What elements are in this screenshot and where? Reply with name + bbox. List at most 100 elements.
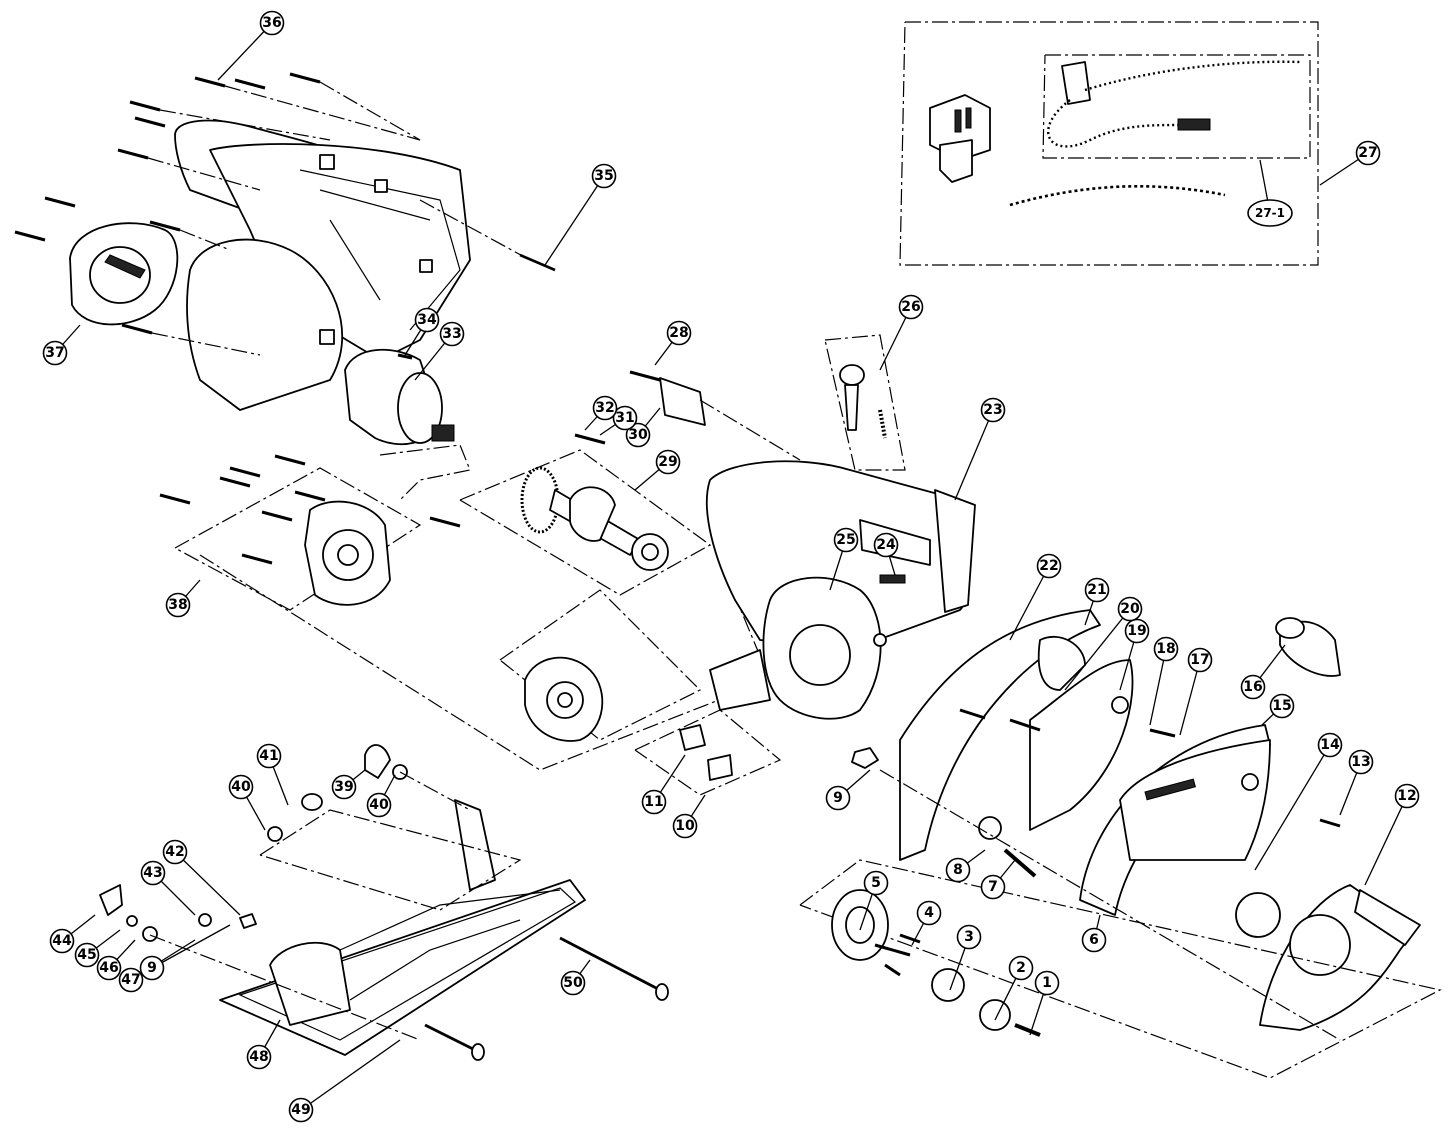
- leader-line-18: [1149, 648, 1167, 726]
- part-number: 43: [143, 865, 162, 881]
- part-number: 35: [594, 168, 613, 184]
- part-number: 7: [988, 879, 998, 895]
- handle-cap: [69, 222, 179, 326]
- part-number: 46: [99, 960, 118, 976]
- part-label-49: 49: [288, 1097, 314, 1123]
- part-label-2: 2: [1008, 955, 1034, 981]
- bevel-knob: [99, 884, 123, 916]
- part-number: 34: [417, 312, 437, 328]
- switch-bracket: [574, 370, 801, 461]
- part-number: 16: [1243, 679, 1262, 695]
- bushing: [978, 816, 1002, 840]
- gear-plate: [159, 454, 422, 611]
- blade-flange-group: [799, 859, 1442, 1079]
- depth-knob: [364, 744, 391, 779]
- part-label-17: 17: [1187, 647, 1213, 673]
- leader-line-12: [1364, 795, 1408, 886]
- part-label-24: 24: [873, 532, 899, 558]
- part-number: 29: [658, 454, 677, 470]
- dust-cap: [1275, 617, 1341, 677]
- wire-harness: [1009, 60, 1301, 207]
- part-label-50: 50: [560, 970, 586, 996]
- part-label-42: 42: [162, 839, 188, 865]
- part-label-34: 34: [414, 307, 440, 333]
- retractable-guard: [1259, 884, 1421, 1031]
- leader-line-35: [544, 175, 605, 266]
- part-label-44: 44: [49, 928, 75, 954]
- part-label-6: 6: [1081, 927, 1107, 953]
- part-number: 38: [168, 597, 187, 613]
- part-number: 5: [871, 875, 881, 891]
- part-label-9: 9: [825, 785, 851, 811]
- part-label-37: 37: [42, 340, 68, 366]
- part-number: 3: [964, 929, 974, 945]
- part-label-32: 32: [592, 395, 618, 421]
- part-label-40: 40: [366, 792, 392, 818]
- part-number: 4: [924, 905, 934, 921]
- part-label-40b: 40: [228, 774, 254, 800]
- part-label-3: 3: [956, 924, 982, 950]
- part-number: 31: [615, 410, 634, 426]
- part-number: 20: [1120, 601, 1140, 617]
- part-number: 44: [52, 933, 72, 949]
- part-number: 36: [262, 15, 281, 31]
- part-label-5: 5: [863, 870, 889, 896]
- leader-line-36: [217, 22, 273, 81]
- part-label-1: 1: [1034, 970, 1060, 996]
- part-number: 32: [595, 400, 614, 416]
- part-label-30: 30: [625, 422, 651, 448]
- part-label-9b: 9: [139, 955, 165, 981]
- part-number: 48: [249, 1049, 268, 1065]
- part-label-48: 48: [246, 1044, 272, 1070]
- fixed-blade-guard: [899, 609, 1134, 861]
- part-number: 25: [836, 532, 855, 548]
- part-number: 27-1: [1255, 206, 1285, 220]
- part-label-27: 27: [1355, 140, 1381, 166]
- part-label-19: 19: [1124, 618, 1150, 644]
- part-number: 40: [231, 779, 251, 795]
- part-label-47: 47: [118, 967, 144, 993]
- part-number: 9: [147, 960, 157, 976]
- part-label-35: 35: [591, 163, 617, 189]
- part-label-4: 4: [916, 900, 942, 926]
- part-label-12: 12: [1394, 783, 1420, 809]
- motor: [344, 348, 471, 501]
- part-label-7: 7: [980, 874, 1006, 900]
- leader-line-20: [1064, 608, 1131, 691]
- leader-line-17: [1179, 659, 1201, 736]
- part-label-18: 18: [1153, 636, 1179, 662]
- lever-spring: [824, 334, 906, 471]
- part-label-28: 28: [666, 320, 692, 346]
- part-number: 12: [1397, 788, 1416, 804]
- part-number: 19: [1127, 623, 1146, 639]
- part-number: 26: [901, 299, 920, 315]
- part-number: 10: [675, 818, 695, 834]
- part-label-36: 36: [259, 10, 285, 36]
- part-number: 41: [259, 748, 278, 764]
- part-number: 15: [1272, 698, 1291, 714]
- part-label-16: 16: [1240, 674, 1266, 700]
- part-number: 33: [442, 326, 461, 342]
- gear-shaft: [459, 449, 712, 596]
- part-number: 8: [953, 862, 963, 878]
- part-label-14: 14: [1317, 732, 1343, 758]
- leader-line-42: [174, 851, 241, 916]
- part-label-21: 21: [1084, 577, 1110, 603]
- part-number: 45: [77, 947, 96, 963]
- part-label-31: 31: [612, 405, 638, 431]
- part-number: 11: [644, 794, 663, 810]
- part-label-23: 23: [980, 397, 1006, 423]
- part-label-38: 38: [165, 592, 191, 618]
- part-label-11: 11: [641, 789, 667, 815]
- main-body-housing: [705, 460, 976, 720]
- part-number: 18: [1156, 641, 1175, 657]
- inset-switch-wiring: [899, 21, 1319, 266]
- part-label-29: 29: [655, 449, 681, 475]
- part-label-22: 22: [1036, 553, 1062, 579]
- part-label-41: 41: [256, 743, 282, 769]
- part-label-13: 13: [1348, 749, 1374, 775]
- housing-screws: [14, 72, 421, 356]
- part-number: 27: [1358, 145, 1377, 161]
